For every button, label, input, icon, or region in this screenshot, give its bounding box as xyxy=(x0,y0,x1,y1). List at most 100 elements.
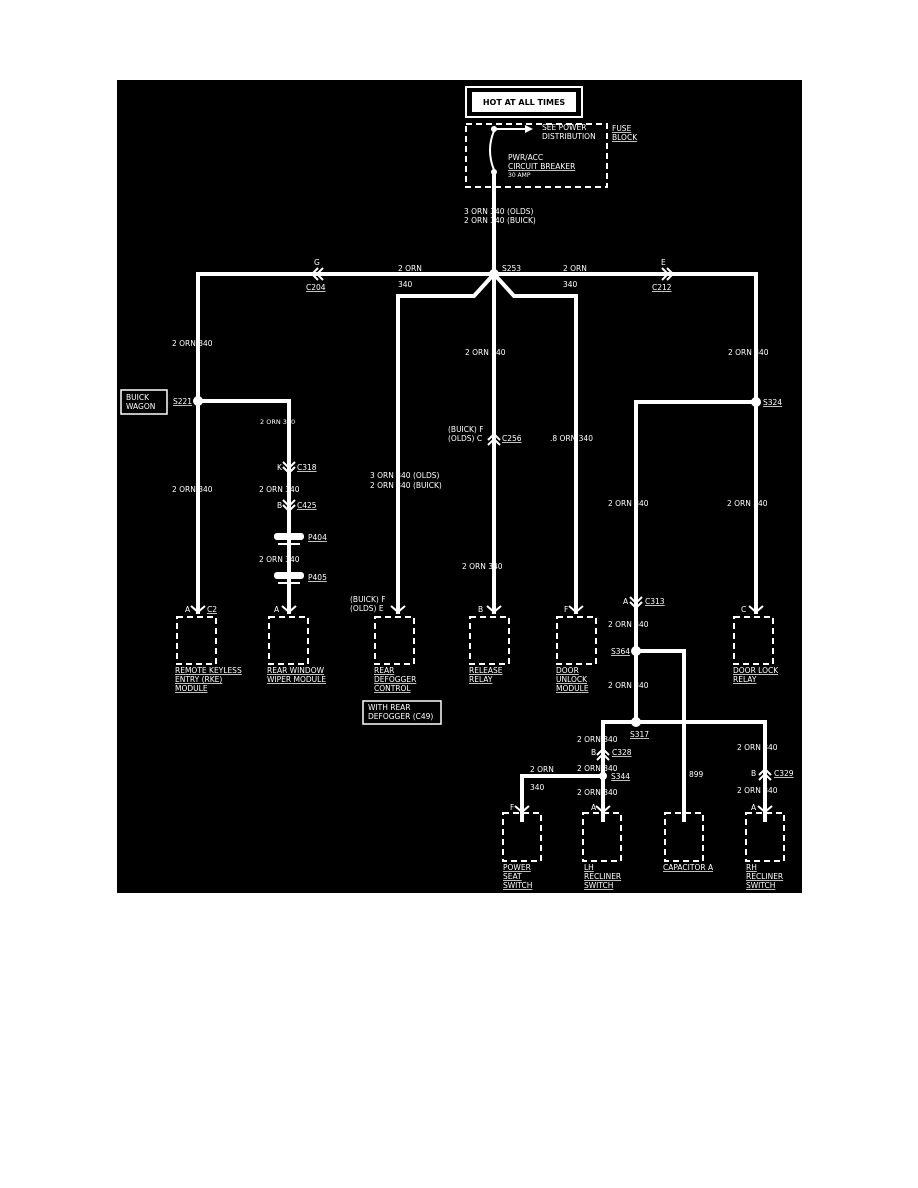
connector-c313-icon xyxy=(629,596,643,610)
wire-s317-right xyxy=(634,720,767,822)
wire-s221-a-label: 2 ORN 340 xyxy=(260,418,295,426)
wire-power-seat-v-label: 340 xyxy=(530,783,545,792)
fuse-block-box xyxy=(465,123,608,188)
wire-c313-label: 2 ORN 340 xyxy=(608,620,649,629)
hot-at-all-times-label: HOT AT ALL TIMES xyxy=(483,98,566,107)
connector-c204-icon xyxy=(310,267,324,281)
wire-door-unlock-label: .8 ORN 340 xyxy=(550,434,593,443)
wire-s344-power-seat xyxy=(520,774,605,822)
connector-c425-pin: B xyxy=(277,501,282,510)
hot-at-all-times-box xyxy=(472,92,576,112)
wire-center-label: 2 ORN 340 xyxy=(465,348,506,357)
connector-c212-pin: E xyxy=(661,258,666,267)
wire-release-label: 2 ORN 340 xyxy=(462,562,503,571)
connector-c318-pin: K xyxy=(277,463,283,472)
circuit-breaker-icon xyxy=(489,130,495,171)
wire-lh-label: 2 ORN 340 xyxy=(577,788,618,797)
breaker-terminal-top xyxy=(491,126,497,132)
bus-left-340-label: 340 xyxy=(398,280,413,289)
arrow-head-icon xyxy=(525,125,533,133)
with-rear-defogger-box xyxy=(362,700,442,725)
wire-power-seat-h-label: 2 ORN xyxy=(530,765,554,774)
wire-left-label: 2 ORN 340 xyxy=(172,339,213,348)
connector-c329-icon xyxy=(758,767,772,781)
bus-right-orn-label: 2 ORN xyxy=(563,264,587,273)
svg-text:A: A xyxy=(591,803,597,812)
wire-rke-label: 2 ORN 340 xyxy=(172,485,213,494)
connector-c212-icon xyxy=(661,267,675,281)
connector-c256-icon xyxy=(487,432,501,446)
connector-c256-label: C256 xyxy=(502,434,522,443)
svg-text:CAPACITOR A: CAPACITOR A xyxy=(663,863,714,872)
wire-s364-label: 2 ORN 340 xyxy=(608,681,649,690)
wire-c328-bot-label: 2 ORN 340 xyxy=(577,764,618,773)
svg-text:C: C xyxy=(741,605,746,614)
wire-door-unlock xyxy=(491,271,578,614)
svg-text:A: A xyxy=(185,605,191,614)
hot-at-all-times-frame xyxy=(465,86,583,118)
wire-s317-left xyxy=(601,720,638,822)
connector-c329-pin: B xyxy=(751,769,756,778)
connector-c318-label: C318 xyxy=(297,463,317,472)
connector-c328-icon xyxy=(596,747,610,761)
connector-c256-pins: (BUICK) F(OLDS) C xyxy=(448,425,484,443)
diagram-background xyxy=(117,80,802,893)
connector-p404-icon xyxy=(274,533,304,540)
connector-c212-label: C212 xyxy=(652,283,672,292)
connector-p405-icon xyxy=(274,572,304,579)
connector-c204-pin: G xyxy=(314,258,320,267)
connector-p405-label: P405 xyxy=(308,573,327,582)
connector-c313-label: C313 xyxy=(645,597,665,606)
splice-s364-label: S364 xyxy=(611,647,630,656)
splice-s253-label: S253 xyxy=(502,264,521,273)
connector-c204-label: C204 xyxy=(306,283,326,292)
wire-right-label: 2 ORN 340 xyxy=(728,348,769,357)
feed-wire-label: 3 ORN 340 (OLDS)2 ORN 340 (BUICK) xyxy=(464,207,536,225)
splice-s221-label: S221 xyxy=(173,397,192,406)
bus-right-340-label: 340 xyxy=(563,280,578,289)
connector-c328-pin: B xyxy=(591,748,596,757)
connector-c425-label: C425 xyxy=(297,501,317,510)
svg-text:A: A xyxy=(751,803,757,812)
wire-899-label: 899 xyxy=(689,770,704,779)
svg-text:F: F xyxy=(564,605,568,614)
splice-s344-label: S344 xyxy=(611,772,630,781)
wire-defogger-label: 3 ORN 340 (OLDS)2 ORN 340 (BUICK) xyxy=(370,471,442,490)
wire-s324-right-label: 2 ORN 340 xyxy=(727,499,768,508)
wire-s324-left xyxy=(634,400,758,722)
wire-rh-bot-label: 2 ORN 340 xyxy=(737,786,778,795)
splice-s317-label: S317 xyxy=(630,730,649,739)
svg-text:A: A xyxy=(274,605,280,614)
connector-p404-label: P404 xyxy=(308,533,327,542)
wire-defogger xyxy=(396,271,497,614)
wire-s324-left-label: 2 ORN 340 xyxy=(608,499,649,508)
wire-rh-top-label: 2 ORN 340 xyxy=(737,743,778,752)
wire-s221-d-label: 2 ORN 340 xyxy=(259,555,300,564)
component-capacitor-a: CAPACITOR A xyxy=(663,812,714,872)
connector-c318-icon xyxy=(282,461,296,475)
splice-s324-label: S324 xyxy=(763,398,782,407)
svg-text:B: B xyxy=(478,605,483,614)
bus-left-orn-label: 2 ORN xyxy=(398,264,422,273)
